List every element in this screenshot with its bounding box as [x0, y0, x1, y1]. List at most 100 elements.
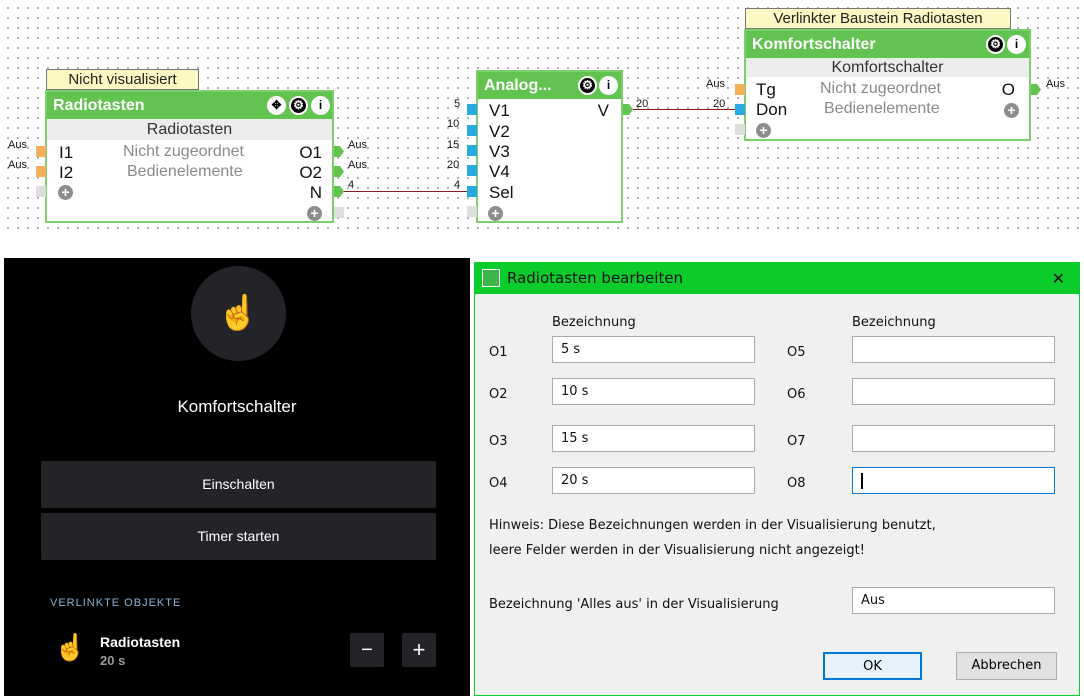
logic-canvas[interactable]: Nicht visualisiert Radiotasten ✥ ⚙ i Rad… [0, 0, 1084, 236]
add-input-icon[interactable]: + [488, 206, 503, 221]
pin-empty[interactable] [36, 186, 46, 197]
increase-button[interactable]: + [402, 633, 436, 667]
value-label: 20 [447, 159, 460, 171]
add-input-icon[interactable]: + [58, 185, 73, 200]
field-o2[interactable]: 10 s [552, 378, 755, 405]
touch-hand-icon: ☝ [217, 294, 260, 332]
field-o4[interactable]: 20 s [552, 467, 755, 494]
pin-empty[interactable] [467, 206, 477, 217]
input-sel: Sel [489, 183, 514, 202]
value-label: Aus [8, 159, 27, 171]
pin-v1[interactable] [467, 104, 477, 115]
visualization-tag: Nicht visualisiert [46, 69, 199, 90]
output-o: O [1001, 80, 1015, 99]
add-output-icon[interactable]: + [1004, 103, 1019, 118]
control-icon-circle[interactable]: ☝ [191, 266, 286, 361]
add-input-icon[interactable]: + [756, 123, 771, 138]
value-label: Aus [1046, 78, 1065, 90]
wire-n-to-sel[interactable] [342, 191, 476, 192]
input-tg: Tg [756, 80, 776, 99]
info-icon[interactable]: i [311, 96, 330, 115]
control-title: Komfortschalter [177, 397, 297, 416]
add-output-icon[interactable]: + [307, 206, 322, 221]
value-label: 4 [348, 179, 355, 191]
all-off-field[interactable]: Aus [852, 587, 1055, 614]
linked-objects-header: VERLINKTE OBJEKTE [50, 597, 182, 609]
pin-v3[interactable] [467, 145, 477, 156]
label-o3: O3 [489, 434, 508, 449]
input-v3: V3 [489, 142, 510, 161]
output-v: V [597, 101, 609, 120]
ok-button[interactable]: OK [823, 652, 922, 680]
pin-v4[interactable] [467, 165, 477, 176]
assignment-text: Nicht zugeordnet [820, 80, 941, 97]
node-title: Radiotasten [53, 97, 145, 114]
komfortschalter-node[interactable]: Komfortschalter ⚙ i Komfortschalter Tg D… [744, 29, 1031, 141]
field-o3[interactable]: 15 s [552, 425, 755, 452]
value-label: 10 [447, 118, 460, 130]
hint-line-2: leere Felder werden in der Visualisierun… [489, 543, 865, 558]
pin-o[interactable] [1031, 84, 1041, 95]
node-subtitle: Komfortschalter [746, 58, 1029, 77]
output-n: N [309, 183, 322, 202]
gear-icon[interactable]: ⚙ [986, 35, 1005, 54]
field-o1[interactable]: 5 s [552, 336, 755, 363]
pin-tg[interactable] [735, 84, 745, 95]
value-label: Aus [348, 159, 367, 171]
decrease-button[interactable]: − [350, 633, 384, 667]
start-timer-button[interactable]: Timer starten [41, 513, 436, 560]
cancel-button[interactable]: Abbrechen [956, 652, 1057, 680]
column-header: Bezeichnung [852, 315, 936, 330]
edit-radiotasten-dialog: Radiotasten bearbeiten ✕ Bezeichnung Bez… [474, 262, 1080, 696]
field-o8[interactable] [852, 467, 1055, 494]
linked-object-name: Radiotasten [100, 634, 181, 650]
pin-o2[interactable] [334, 166, 344, 177]
value-label: Aus [706, 78, 725, 90]
info-icon[interactable]: i [599, 76, 618, 95]
value-label: 20 [636, 98, 649, 110]
pin-v[interactable] [623, 104, 633, 115]
label-o4: O4 [489, 476, 508, 491]
pin-empty-out[interactable] [334, 207, 344, 218]
pin-empty[interactable] [735, 124, 745, 135]
move-icon[interactable]: ✥ [267, 96, 286, 115]
assignment-text: Nicht zugeordnet [123, 143, 244, 160]
gear-icon[interactable]: ⚙ [289, 96, 308, 115]
pin-i1[interactable] [36, 146, 46, 157]
pin-n[interactable] [334, 186, 344, 197]
dialog-titlebar: Radiotasten bearbeiten ✕ [475, 263, 1079, 294]
pin-v2[interactable] [467, 125, 477, 136]
value-label: Aus [348, 139, 367, 151]
value-label: 20 [713, 98, 726, 110]
visualization-panel: ☝ Komfortschalter Einschalten Timer star… [4, 258, 470, 696]
input-i2: I2 [59, 163, 74, 182]
info-icon[interactable]: i [1007, 35, 1026, 54]
value-label: 4 [454, 179, 461, 191]
close-icon[interactable]: ✕ [1051, 269, 1065, 288]
radiotasten-node[interactable]: Radiotasten ✥ ⚙ i Radiotasten I1 I2 Nich… [45, 90, 334, 223]
wire-v-to-don[interactable] [630, 109, 742, 110]
pin-don[interactable] [735, 104, 745, 115]
analog-node[interactable]: Analog... ⚙ i V1 V2 V3 V4 Sel V + [476, 70, 623, 223]
value-label: Aus [8, 139, 27, 151]
control-elements-text: Bedienelemente [824, 100, 940, 117]
linked-object-value: 20 s [100, 653, 126, 668]
pin-o1[interactable] [334, 146, 344, 157]
output-o1: O1 [299, 143, 322, 162]
touch-hand-icon: ☝ [54, 632, 87, 662]
hint-line-1: Hinweis: Diese Bezeichnungen werden in d… [489, 518, 936, 533]
linked-block-tag: Verlinkter Baustein Radiotasten [745, 8, 1011, 29]
field-o6[interactable] [852, 378, 1055, 405]
field-o7[interactable] [852, 425, 1055, 452]
gear-icon[interactable]: ⚙ [578, 76, 597, 95]
label-o7: O7 [787, 434, 806, 449]
field-o5[interactable] [852, 336, 1055, 363]
switch-on-button[interactable]: Einschalten [41, 461, 436, 508]
pin-sel[interactable] [467, 186, 477, 197]
node-title: Analog... [484, 77, 552, 94]
input-v4: V4 [489, 162, 510, 181]
label-o1: O1 [489, 345, 508, 360]
pin-i2[interactable] [36, 166, 46, 177]
node-subtitle: Radiotasten [47, 119, 332, 140]
node-title: Komfortschalter [752, 36, 876, 53]
